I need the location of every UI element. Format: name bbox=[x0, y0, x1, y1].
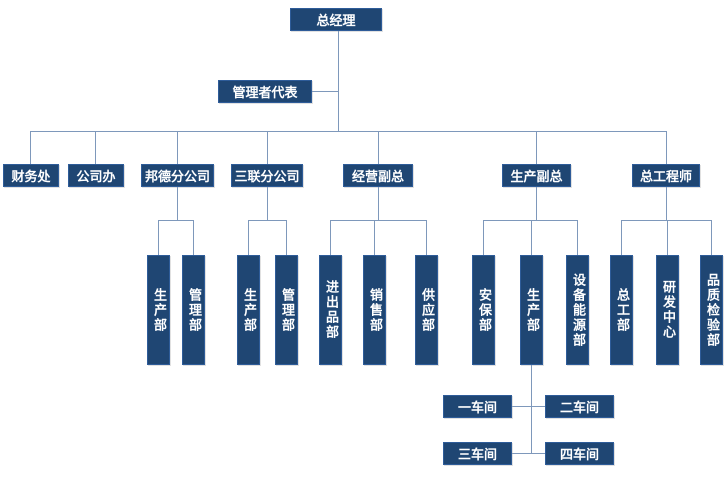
connector bbox=[177, 187, 178, 220]
node-rd-center: 研发中心 bbox=[656, 255, 679, 365]
connector bbox=[248, 220, 249, 255]
node-sanlian-branch: 三联分公司 bbox=[231, 164, 303, 187]
connector bbox=[667, 220, 668, 255]
node-management-representative: 管理者代表 bbox=[218, 80, 312, 103]
node-supply-dept: 供应部 bbox=[415, 255, 438, 365]
connector bbox=[286, 220, 287, 255]
connector bbox=[158, 220, 194, 221]
connector bbox=[577, 220, 578, 255]
node-general-manager: 总经理 bbox=[290, 8, 382, 31]
connector bbox=[248, 220, 287, 221]
node-operations-vp: 经营副总 bbox=[343, 164, 413, 187]
node-security-dept: 安保部 bbox=[472, 255, 495, 365]
node-bangde-branch: 邦德分公司 bbox=[141, 164, 214, 187]
connector bbox=[512, 406, 545, 407]
connector bbox=[483, 220, 578, 221]
node-sales-dept: 销售部 bbox=[363, 255, 386, 365]
connector bbox=[531, 365, 532, 454]
connector bbox=[374, 220, 375, 255]
connector bbox=[621, 220, 622, 255]
node-company-office: 公司办 bbox=[68, 164, 124, 187]
connector bbox=[330, 220, 427, 221]
node-management-dept: 管理部 bbox=[275, 255, 298, 365]
node-workshop-4: 四车间 bbox=[545, 442, 614, 465]
node-workshop-1: 一车间 bbox=[443, 395, 512, 418]
connector bbox=[531, 220, 532, 255]
node-workshop-2: 二车间 bbox=[545, 395, 614, 418]
node-quality-inspection-dept: 品质检验部 bbox=[700, 255, 723, 365]
connector bbox=[378, 131, 379, 164]
connector bbox=[330, 220, 331, 255]
connector bbox=[158, 220, 159, 255]
node-production-dept: 生产部 bbox=[520, 255, 543, 365]
connector bbox=[536, 187, 537, 220]
connector bbox=[483, 220, 484, 255]
connector bbox=[30, 131, 31, 164]
node-workshop-3: 三车间 bbox=[443, 442, 512, 465]
connector bbox=[426, 220, 427, 255]
node-equipment-energy-dept: 设备能源部 bbox=[566, 255, 589, 365]
connector bbox=[711, 220, 712, 255]
connector bbox=[267, 187, 268, 220]
connector bbox=[177, 131, 178, 164]
connector bbox=[666, 187, 667, 220]
connector bbox=[95, 131, 96, 164]
connector bbox=[312, 91, 338, 92]
connector bbox=[621, 220, 712, 221]
connector bbox=[666, 131, 667, 164]
node-production-dept: 生产部 bbox=[237, 255, 260, 365]
connector bbox=[193, 220, 194, 255]
node-chief-engineering-dept: 总工部 bbox=[610, 255, 633, 365]
node-finance-office: 财务处 bbox=[3, 164, 59, 187]
node-production-dept: 生产部 bbox=[147, 255, 170, 365]
node-chief-engineer: 总工程师 bbox=[632, 164, 700, 187]
node-production-vp: 生产副总 bbox=[502, 164, 571, 187]
connector bbox=[512, 453, 545, 454]
connector bbox=[378, 187, 379, 220]
connector bbox=[30, 131, 666, 132]
connector bbox=[267, 131, 268, 164]
node-import-export-dept: 进出品部 bbox=[319, 255, 342, 365]
connector bbox=[338, 31, 339, 131]
connector bbox=[536, 131, 537, 164]
node-management-dept: 管理部 bbox=[182, 255, 205, 365]
